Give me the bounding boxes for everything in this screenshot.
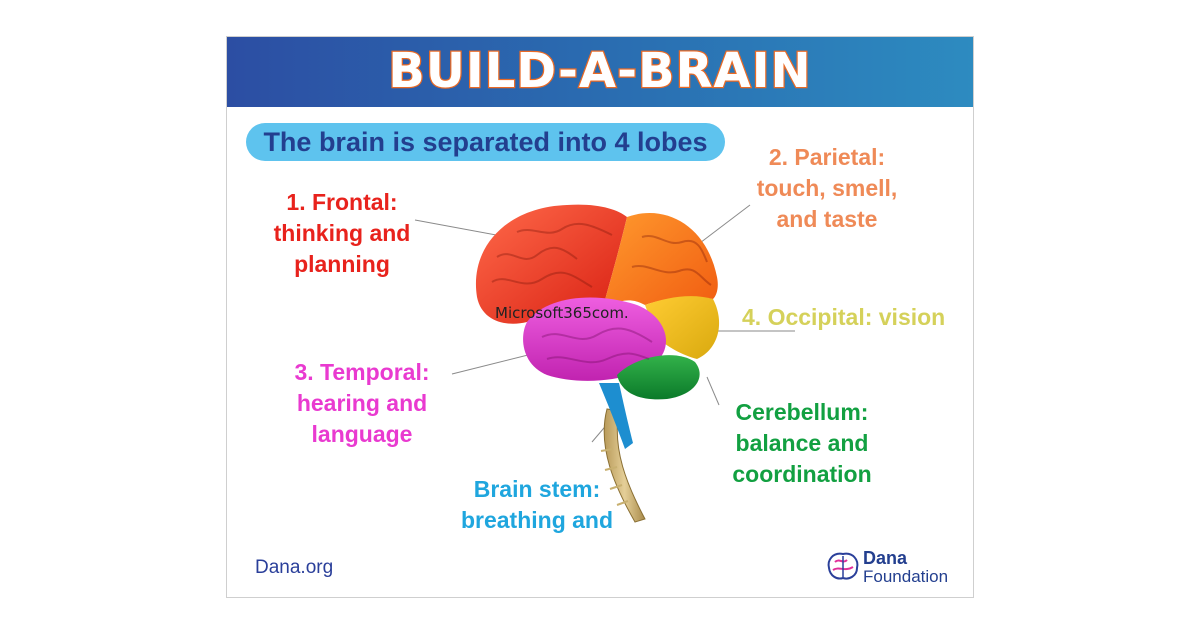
brain-stem-label-line: Brain stem: bbox=[473, 476, 601, 502]
parietal-label-line: and taste bbox=[776, 206, 878, 232]
cerebellum-label-line: balance and bbox=[735, 430, 869, 456]
temporal-lobe bbox=[523, 297, 667, 381]
website-link[interactable]: Dana.org bbox=[255, 557, 334, 578]
temporal-label-line: hearing and bbox=[296, 390, 428, 416]
frontal-label-line: 1. Frontal: bbox=[286, 189, 398, 215]
dana-foundation-logo: Dana Foundation bbox=[825, 548, 959, 588]
subtitle-pill: The brain is separated into 4 lobes bbox=[246, 123, 725, 161]
brain-stem-shape bbox=[599, 383, 633, 449]
brain-stem-label: Brain stem: breathing and bbox=[447, 474, 627, 536]
temporal-label: 3. Temporal: hearing and language bbox=[277, 357, 447, 450]
logo-line-1: Dana bbox=[863, 548, 908, 568]
watermark-text: Microsoft365com. bbox=[495, 304, 629, 322]
title-banner: BUILD-A-BRAIN bbox=[227, 37, 973, 107]
parietal-lobe bbox=[601, 213, 718, 317]
occipital-label: 4. Occipital: vision bbox=[742, 302, 962, 333]
brain-illustration bbox=[475, 204, 720, 523]
occipital-label-line: 4. Occipital: vision bbox=[742, 304, 946, 330]
page-title: BUILD-A-BRAIN bbox=[387, 42, 812, 101]
gyri-texture bbox=[491, 222, 712, 288]
infographic-card: BUILD-A-BRAIN The brain is separated int… bbox=[226, 36, 974, 598]
leader-line-cerebellum bbox=[706, 376, 720, 406]
frontal-label-line: planning bbox=[294, 251, 390, 277]
brain-stem-label-line: breathing and bbox=[460, 507, 614, 533]
occipital-lobe bbox=[645, 296, 720, 359]
frontal-label: 1. Frontal: thinking and planning bbox=[257, 187, 427, 280]
parietal-label-line: touch, smell, bbox=[756, 175, 898, 201]
nerve-roots bbox=[600, 448, 629, 506]
brain-logo-icon bbox=[827, 552, 859, 580]
cerebellum-shape bbox=[617, 355, 700, 400]
temporal-label-line: language bbox=[311, 421, 413, 447]
frontal-lobe bbox=[475, 204, 627, 324]
logo-line-2: Foundation bbox=[863, 567, 949, 586]
cerebellum-label: Cerebellum: balance and coordination bbox=[722, 397, 882, 490]
temporal-label-line: 3. Temporal: bbox=[294, 359, 430, 385]
parietal-label-line: 2. Parietal: bbox=[768, 144, 886, 170]
cerebellum-label-line: coordination bbox=[732, 461, 872, 487]
parietal-label: 2. Parietal: touch, smell, and taste bbox=[747, 142, 907, 235]
frontal-label-line: thinking and bbox=[273, 220, 411, 246]
cerebellum-label-line: Cerebellum: bbox=[735, 399, 869, 425]
spinal-cord bbox=[603, 408, 646, 523]
